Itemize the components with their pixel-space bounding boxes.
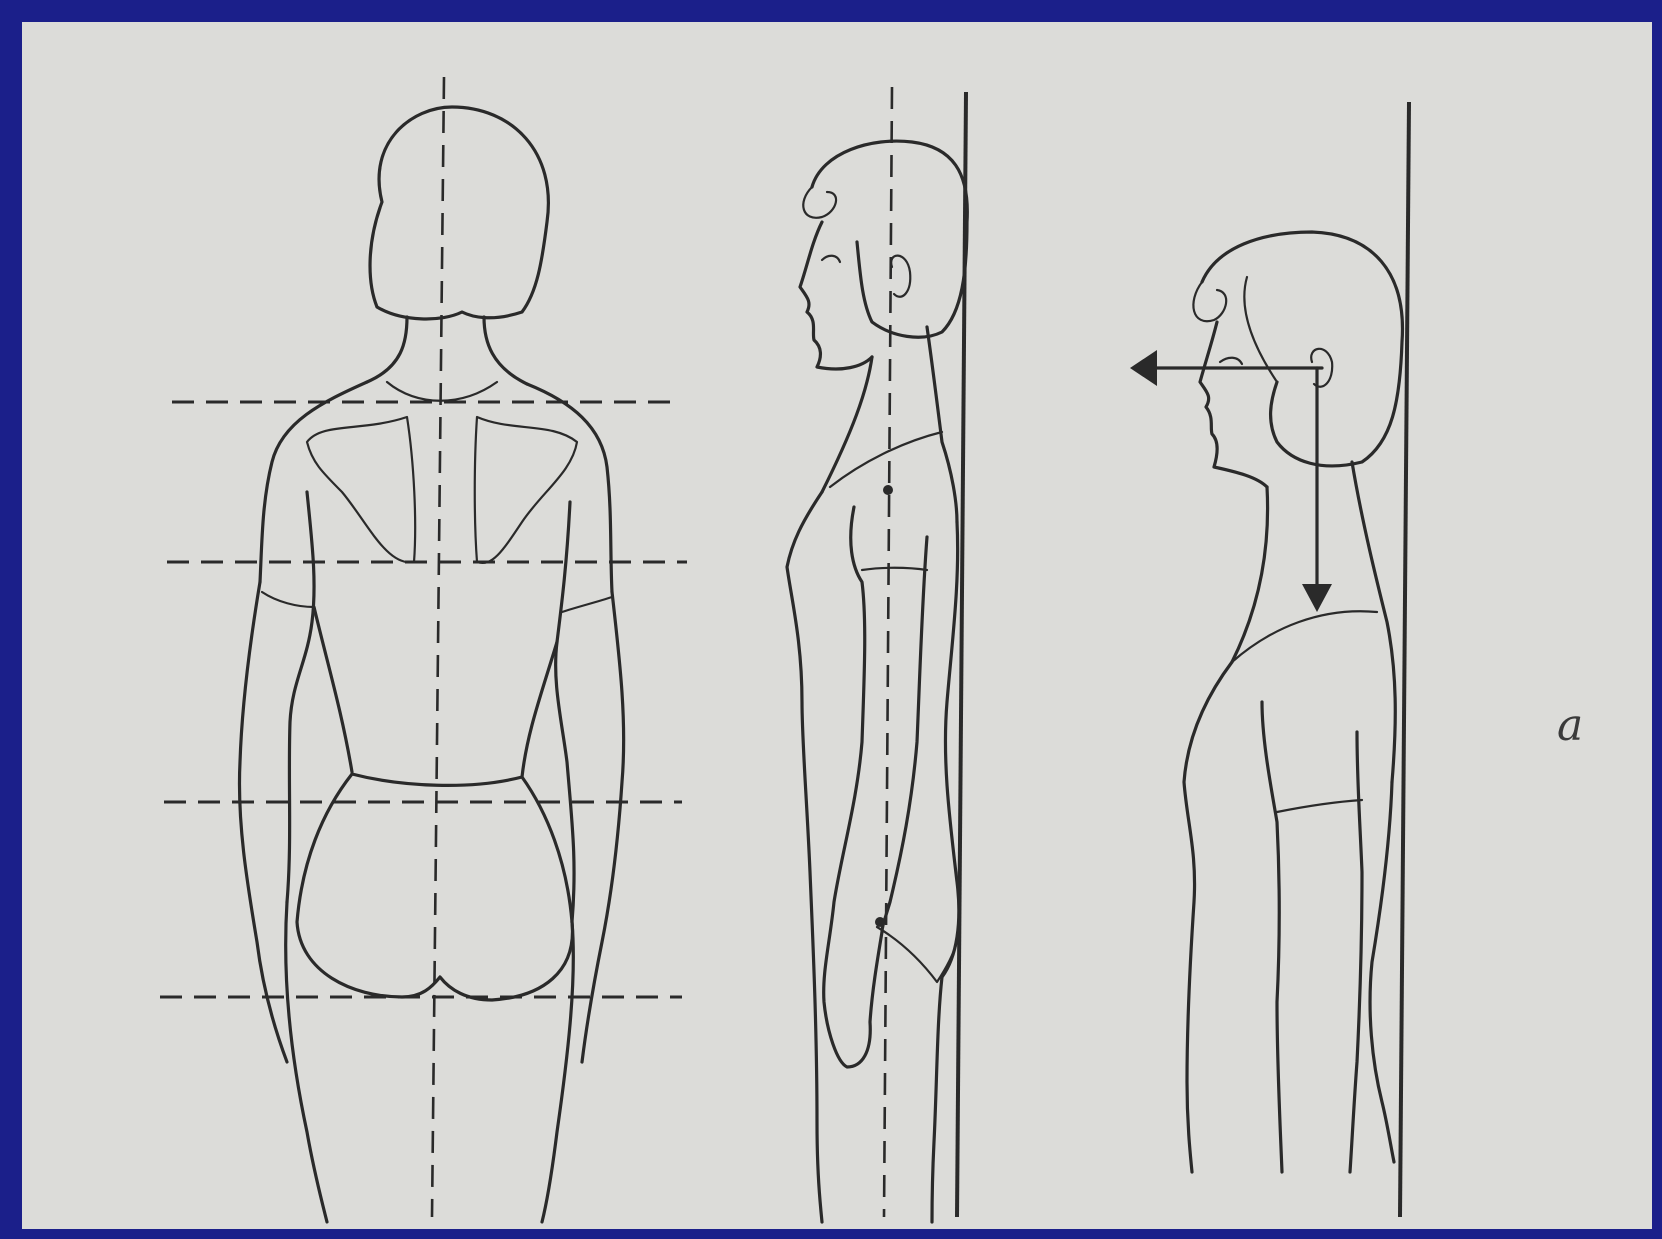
right-scapula-outline <box>475 417 577 563</box>
back-right-arm-outer <box>582 592 624 1062</box>
head-level-chest-front <box>1184 662 1232 1172</box>
side-eye <box>822 256 840 262</box>
back-view-figure <box>160 77 687 1222</box>
back-right-shoulder <box>527 384 612 592</box>
left-scapula-outline <box>307 417 415 562</box>
side-back-body <box>942 522 959 977</box>
head-level-collar <box>1232 611 1377 662</box>
side-shoulder-point <box>883 485 893 495</box>
head-level-arm-front <box>1262 702 1282 1172</box>
side-chest-front <box>787 492 822 1222</box>
side-neck-back <box>927 327 957 522</box>
head-level-hair-strand <box>1244 277 1277 382</box>
head-level-eye <box>1220 358 1242 364</box>
head-level-wall-line <box>1400 102 1409 1217</box>
figure-paper: а <box>22 22 1652 1229</box>
side-arm-front <box>824 507 882 1067</box>
side-hip-point <box>875 917 885 927</box>
posture-diagram <box>22 22 1652 1229</box>
back-right-arm-inner <box>556 502 574 922</box>
back-head-outline <box>370 107 548 319</box>
back-left-sleeve-band <box>262 592 314 607</box>
head-level-arm-back <box>1350 732 1362 1172</box>
gaze-arrowhead-icon <box>1130 350 1157 386</box>
back-central-axis-line <box>432 77 444 1217</box>
head-level-back-body <box>1370 782 1394 1162</box>
side-view-figure <box>787 87 967 1222</box>
back-neck-right <box>484 317 527 384</box>
back-left-arm-outer <box>239 582 287 1062</box>
head-level-hair-curl <box>1193 282 1226 321</box>
side-arm-back <box>882 537 927 932</box>
panel-label-a: а <box>1557 700 1583 751</box>
side-neck-front <box>822 357 872 492</box>
back-right-leg <box>542 922 573 1222</box>
head-level-head-outline <box>1202 232 1402 466</box>
head-level-sleeve-band <box>1277 800 1362 812</box>
back-right-sleeve-band <box>562 597 612 612</box>
side-body-axis-line <box>884 87 892 1217</box>
side-face-profile <box>800 222 872 369</box>
head-level-figure <box>1130 102 1409 1217</box>
back-left-waist <box>314 607 352 772</box>
back-neck-left <box>367 317 407 382</box>
head-level-neck-front <box>1232 487 1268 662</box>
plumb-arrowhead-icon <box>1302 584 1332 612</box>
back-right-waist <box>522 642 557 777</box>
side-hair-curl <box>803 187 836 218</box>
side-ear <box>891 256 910 297</box>
side-sleeve-band <box>862 568 927 570</box>
back-left-arm-inner <box>287 492 314 902</box>
side-back-leg <box>932 977 942 1222</box>
